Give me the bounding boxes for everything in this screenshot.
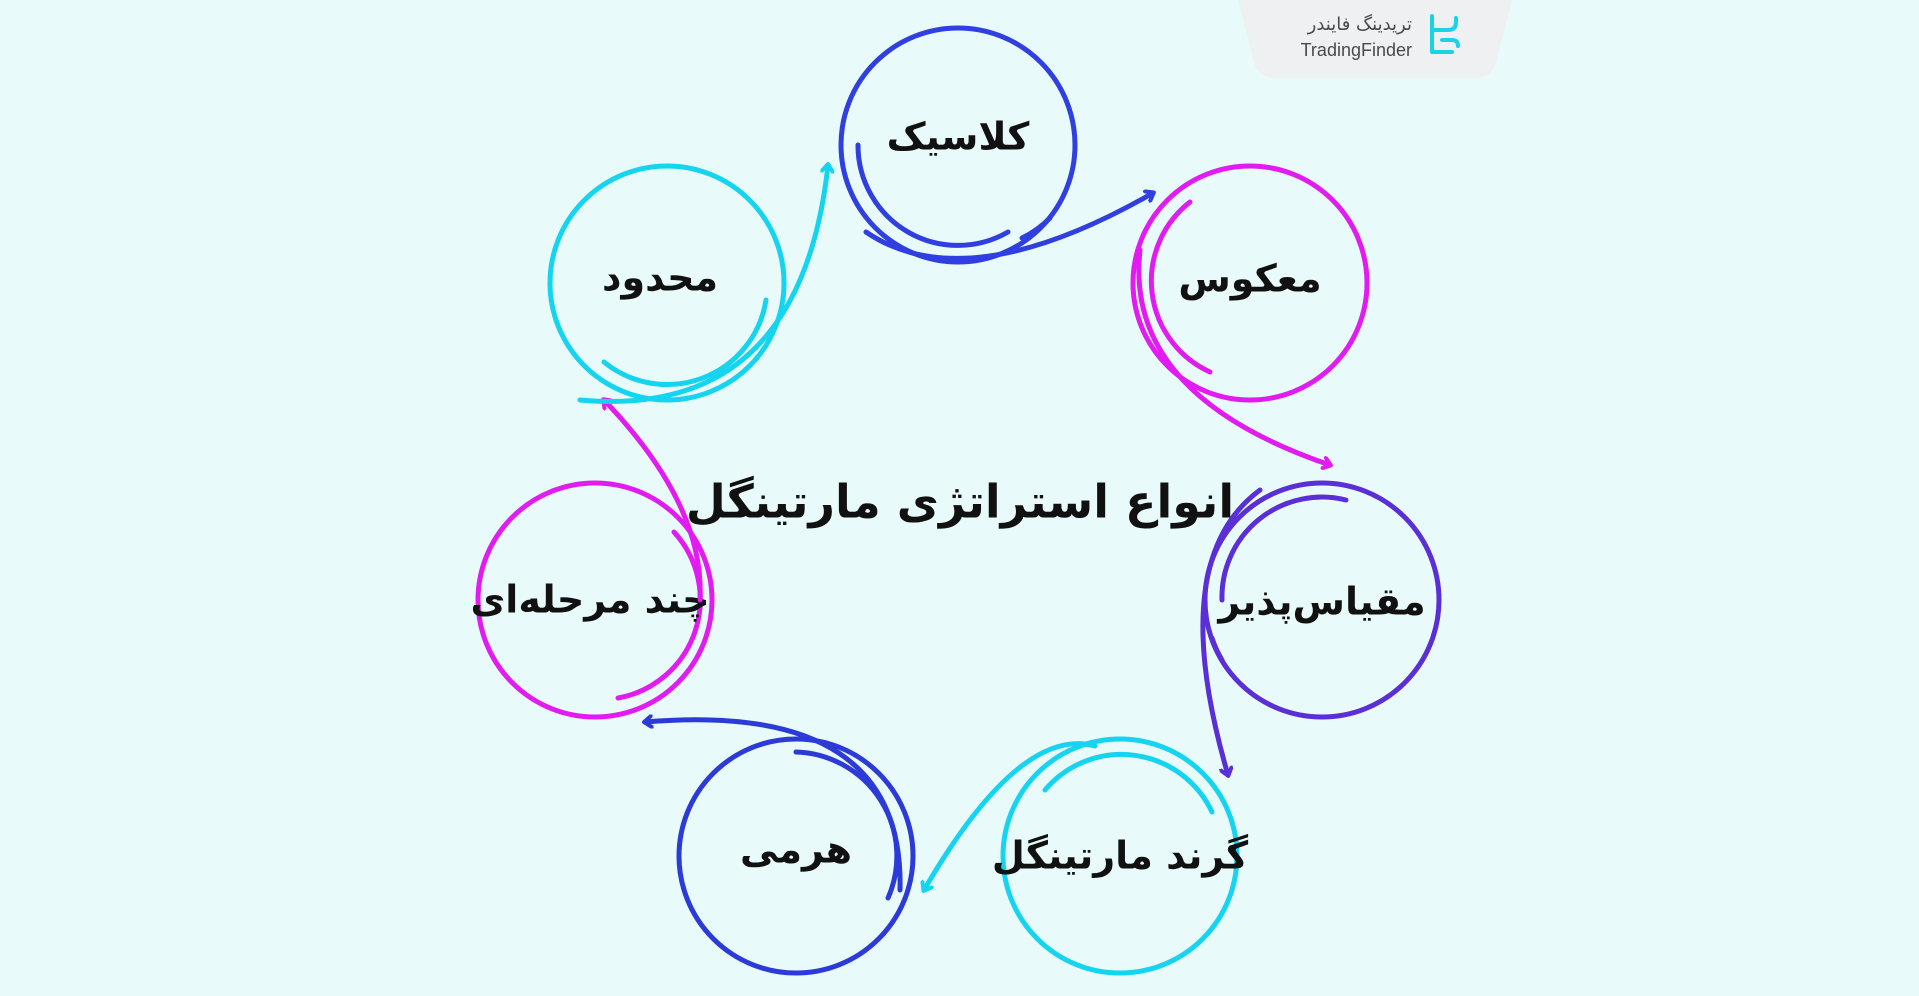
node-classic-inner-arc [855, 142, 1011, 248]
node-classic: کلاسیک [838, 25, 1078, 265]
logo-background [1238, 0, 1512, 78]
node-pyramid-circle [676, 736, 916, 976]
node-limited: محدود [547, 163, 787, 403]
logo: تریدینگ فایندر TradingFinder [1238, 0, 1512, 78]
arrow-multistage-to-limited [604, 400, 703, 603]
node-grand-inner-arc [1042, 751, 1215, 815]
node-reverse-circle [1130, 163, 1370, 403]
node-scalable-inner-arc-tail [1209, 635, 1225, 663]
node-scalable-inner-arc [1219, 494, 1349, 603]
node-classic-circle [838, 25, 1078, 265]
node-pyramid: هرمی [676, 736, 916, 976]
diagram-title: انواع استراتژی مارتینگل [686, 475, 1234, 529]
node-grand-label: گرند مارتینگل [992, 834, 1249, 878]
node-grand: گرند مارتینگل [992, 736, 1249, 976]
node-limited-inner-arc [601, 297, 769, 387]
node-multistage-label: چند مرحله‌ای [470, 578, 709, 622]
arrow-pyramid-to-multistage [645, 720, 903, 893]
node-reverse-inner-arc [1148, 199, 1213, 375]
node-limited-label: محدود [602, 256, 718, 301]
arrow-scalable-to-grand [1200, 487, 1263, 775]
arrow-classic-to-reverse [863, 193, 1153, 261]
node-reverse: معکوس [1130, 163, 1370, 403]
arrow-reverse-to-scalable [1136, 247, 1330, 465]
node-multistage-circle [475, 480, 715, 720]
node-classic-inner-arc-tail [1019, 215, 1053, 241]
node-pyramid-label: هرمی [740, 828, 852, 872]
logo-name-fa: تریدینگ فایندر [1307, 13, 1412, 35]
node-grand-circle [1000, 736, 1240, 976]
node-multistage-inner-arc [615, 529, 703, 701]
node-multistage: چند مرحله‌ای [470, 480, 715, 720]
node-limited-circle [547, 163, 787, 403]
logo-name-en: TradingFinder [1301, 40, 1412, 60]
node-classic-label: کلاسیک [887, 115, 1031, 159]
tradingfinder-logo-icon [1430, 14, 1460, 54]
arrow-grand-to-pyramid [924, 741, 1098, 890]
node-scalable: مقیاس‌پذیر [1202, 480, 1442, 720]
arrow-limited-to-classic [577, 165, 828, 404]
node-reverse-label: معکوس [1178, 257, 1321, 301]
node-scalable-label: مقیاس‌پذیر [1216, 580, 1425, 624]
